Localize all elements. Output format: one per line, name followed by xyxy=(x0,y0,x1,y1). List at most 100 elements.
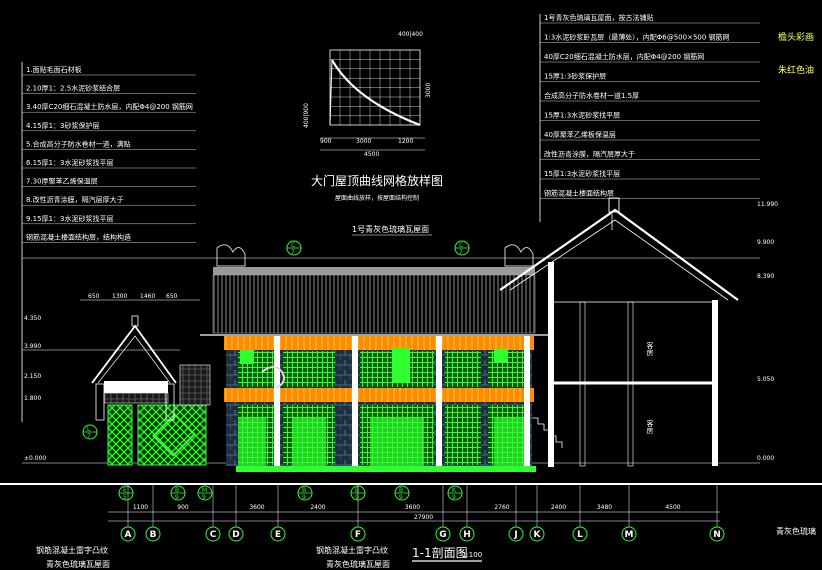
right-note-line: 40厚聚苯乙烯板保温层 xyxy=(544,130,616,139)
section-marker-bottom: 7 xyxy=(87,433,91,440)
axis-bubble: M xyxy=(621,526,637,542)
axis-bubble: F xyxy=(350,526,366,542)
section-marker: B 9 xyxy=(170,485,186,501)
axis-label: E xyxy=(275,530,281,540)
section-marker: C 7 xyxy=(286,240,302,256)
right-note-line: 合成高分子防水卷材一道1.5厚 xyxy=(544,91,639,100)
left-note-line: 9.15厚1：3水泥砂浆找平层 xyxy=(26,214,114,223)
section-marker: B 9 xyxy=(394,485,410,501)
section-marker-bottom: 9 xyxy=(355,494,359,501)
axis-label: F xyxy=(355,530,361,540)
section-marker-top: B xyxy=(175,487,179,494)
elev-right-4: 5.050 xyxy=(757,376,774,383)
total-dimension: 27900 xyxy=(414,514,433,521)
axis-bubble: C xyxy=(205,526,221,542)
curve-dim-bottom-3: 1200 xyxy=(398,138,413,145)
section-title: 1-1剖面图 xyxy=(412,546,468,560)
section-marker: L 7 xyxy=(82,424,98,440)
section-marker-bottom: 9 xyxy=(452,494,456,501)
axis-dimension: 2400 xyxy=(551,504,566,511)
roof-tile-label: 1号青灰色琉璃瓦屋面 xyxy=(352,224,429,234)
room-label-lower: 客房 xyxy=(646,419,654,435)
left-note-line: 2.10厚1：2.5水泥砂浆结合层 xyxy=(26,84,120,93)
top-dim-1: 650 xyxy=(88,293,100,300)
top-dim-3: 1460 xyxy=(140,293,155,300)
right-note-line: 15厚1:3水泥砂浆找平层 xyxy=(544,111,620,120)
section-marker: C 7 xyxy=(454,240,470,256)
bottom-left-label-2: 青灰色琉璃瓦屋面 xyxy=(46,559,110,569)
curve-detail-title: 大门屋顶曲线网格放样图 xyxy=(311,173,443,188)
axis-label: B xyxy=(150,530,157,540)
axis-bubble: H xyxy=(459,526,475,542)
curve-grid-detail: 400|400 3000 400|900 900 3000 1200 4500 … xyxy=(303,31,443,202)
axis-dimension: 1100 xyxy=(133,504,148,511)
section-marker-bottom: 7 xyxy=(291,249,295,256)
right-note-line: 改性沥青涂膜，隔汽层厚大于 xyxy=(544,150,635,159)
elev-left-5: ±0.000 xyxy=(24,455,46,462)
curve-detail-subtitle: 屋面曲线放样，按屋面结构控制 xyxy=(335,194,419,202)
axis-label: N xyxy=(713,530,721,540)
right-note-line: 15厚1:3水泥砂浆找平层 xyxy=(544,169,620,178)
axis-bubble: A xyxy=(120,526,136,542)
axis-bubble: K xyxy=(529,526,545,542)
axis-label: H xyxy=(463,530,471,540)
edge-note-2: 朱红色油 xyxy=(778,64,814,76)
curve-dim-top: 400|400 xyxy=(398,31,423,38)
top-dim-4: 650 xyxy=(166,293,178,300)
right-note-line: 钢筋混凝土楼面结构层 xyxy=(544,189,614,198)
axis-dimension: 2760 xyxy=(494,504,509,511)
curve-dim-left: 400|900 xyxy=(303,103,310,128)
axis-dimension: 3480 xyxy=(597,504,612,511)
section-marker-top: M xyxy=(202,487,207,494)
axis-bubble: L xyxy=(572,526,588,542)
axis-label: A xyxy=(125,530,132,540)
axis-bubble: J xyxy=(508,526,524,542)
elev-right-1: 11.990 xyxy=(757,201,778,208)
axis-label: M xyxy=(625,530,634,540)
axis-bubble: D xyxy=(228,526,244,542)
room-label-upper: 客房 xyxy=(646,341,654,357)
section-marker-bottom: 9 xyxy=(175,494,179,501)
axis-bubble: E xyxy=(270,526,286,542)
curve-dim-total: 4500 xyxy=(364,151,379,158)
curve-dim-bottom-1: 900 xyxy=(320,138,332,145)
bottom-right-label: 青灰色琉璃 xyxy=(776,526,816,536)
section-marker-bottom: 9 xyxy=(202,494,206,501)
elev-left-3: 2.150 xyxy=(24,373,41,380)
right-section-building: 客房 客房 xyxy=(499,197,739,467)
axis-dimension: 3600 xyxy=(249,504,264,511)
elev-left-2: 3.990 xyxy=(24,343,41,350)
left-note-line: 6.15厚1：3水泥砂浆找平层 xyxy=(26,158,114,167)
left-note-line: 8.改性沥青涂膜，隔汽层厚大于 xyxy=(26,195,124,204)
axis-label: L xyxy=(577,530,583,540)
axis-label: J xyxy=(513,530,517,540)
axis-label: D xyxy=(232,530,239,540)
section-marker-bottom: 7 xyxy=(459,249,463,256)
elev-right-3: 8.390 xyxy=(757,273,774,280)
elev-right-2: 9.900 xyxy=(757,239,774,246)
left-construction-notes: 1.面贴毛面石材板2.10厚1：2.5水泥砂浆结合层3.40厚C20细石混凝土防… xyxy=(21,62,196,422)
axis-dimension: 900 xyxy=(177,504,189,511)
axis-label: C xyxy=(210,530,217,540)
axis-bubble: B xyxy=(145,526,161,542)
section-marker-top: B xyxy=(302,487,306,494)
bottom-left-label-1: 钢筋混凝土雷字凸纹 xyxy=(36,545,108,555)
left-elevation-marks: 4.350 3.990 2.150 1.800 ±0.000 xyxy=(24,315,46,462)
section-marker: K 9 xyxy=(447,485,463,501)
axis-dimension: 3600 xyxy=(405,504,420,511)
left-note-line: 4.15厚1：3砂浆保护层 xyxy=(26,121,100,130)
elev-right-5: 0.000 xyxy=(757,455,774,462)
section-marker-top: L xyxy=(87,426,91,433)
section-marker-top: C xyxy=(291,242,295,249)
section-marker-top: B xyxy=(355,487,359,494)
section-marker-top: B xyxy=(399,487,403,494)
axis-dimension: 4500 xyxy=(665,504,680,511)
section-marker-top: E xyxy=(123,487,127,494)
section-marker-top: C xyxy=(459,242,463,249)
top-dim-2: 1300 xyxy=(112,293,127,300)
bottom-titles: 钢筋混凝土雷字凸纹 青灰色琉璃瓦屋面 钢筋混凝土雷字凸纹 青灰色琉璃瓦屋面 1-… xyxy=(36,526,816,569)
main-section-drawing: 客房 客房 C 7 C 7 L 7 xyxy=(0,197,822,501)
